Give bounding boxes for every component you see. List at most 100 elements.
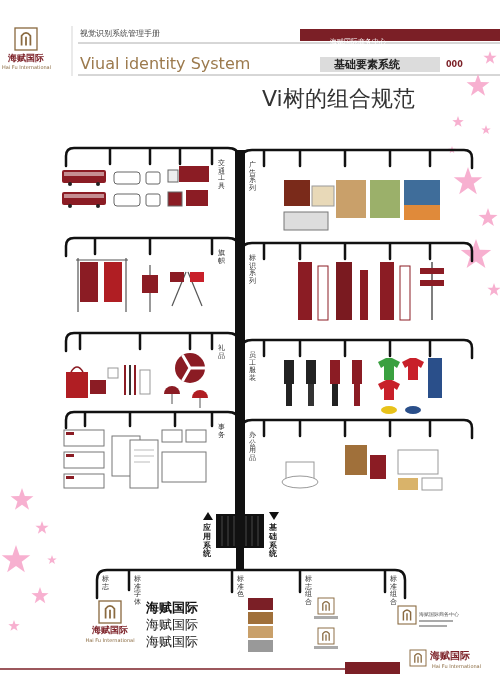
label-holder: 办公用品 xyxy=(249,432,256,463)
uniform-illustrations xyxy=(284,360,294,384)
category-label: 标识系列 xyxy=(249,255,256,286)
pink-stars xyxy=(2,51,500,631)
office-illustrations xyxy=(345,445,367,475)
uniform-illustrations xyxy=(428,358,442,398)
label-holder: Hai Fu International xyxy=(2,64,51,70)
flag-illustrations xyxy=(104,262,122,302)
vehicle-illustrations xyxy=(146,194,160,206)
flag-illustrations xyxy=(190,272,204,282)
tree-branches xyxy=(66,333,238,351)
stationery-illustrations xyxy=(64,430,206,488)
advertising-illustrations xyxy=(284,212,328,230)
tree-trunk xyxy=(216,514,264,548)
header-rules xyxy=(320,57,440,72)
gift-illustrations xyxy=(134,365,136,395)
pink-stars xyxy=(35,521,48,534)
category-label: 标志 xyxy=(102,576,109,591)
logo-combinations xyxy=(314,598,453,649)
flag-illustrations xyxy=(170,272,184,282)
vehicle-illustrations xyxy=(96,204,100,208)
category-label: 标准组合 xyxy=(390,576,397,607)
uniform-illustrations xyxy=(330,360,340,384)
signage-illustrations xyxy=(400,266,410,320)
vehicle-illustrations xyxy=(62,192,106,205)
gift-illustrations xyxy=(108,368,118,378)
office-illustrations xyxy=(282,445,442,490)
advertising-illustrations xyxy=(336,180,366,218)
flag-illustrations xyxy=(142,275,158,293)
label-holder: 标志 xyxy=(102,576,109,591)
stationery-illustrations xyxy=(64,452,104,468)
advertising-illustrations xyxy=(404,205,440,220)
uniform-illustrations xyxy=(381,406,397,414)
label-holder: 标准字体 xyxy=(134,576,141,607)
gift-illustrations xyxy=(192,390,208,398)
pink-stars xyxy=(483,51,496,64)
standard-colour-bars xyxy=(248,598,273,652)
header-band: 海赋国际商务中心 xyxy=(300,29,500,41)
gift-illustrations xyxy=(66,353,208,408)
standard-colour-bars xyxy=(248,626,273,638)
vehicle-illustrations xyxy=(96,182,100,186)
label-holder: 标准色 xyxy=(237,576,244,599)
label-holder: 礼品 xyxy=(218,345,225,360)
label-text: Hai Fu International xyxy=(2,64,51,70)
advertising-illustrations xyxy=(284,180,440,230)
office-illustrations xyxy=(282,476,318,488)
pink-stars xyxy=(454,167,483,194)
office-illustrations xyxy=(398,478,418,490)
trunk-lines xyxy=(258,516,259,546)
logo-mark xyxy=(15,28,426,666)
label-holder: 标识系列 xyxy=(249,255,256,286)
vehicle-illustrations xyxy=(114,194,140,206)
category-label: 标准字体 xyxy=(134,576,141,607)
signage-illustrations xyxy=(298,262,312,320)
label-holder: 000 xyxy=(446,60,463,70)
category-label: 事务 xyxy=(218,424,225,439)
category-label: 旗帜 xyxy=(218,250,225,265)
label-holder: 标准组合 xyxy=(390,576,397,607)
office-illustrations xyxy=(398,450,438,474)
pink-stars xyxy=(47,555,57,564)
label-holder: 海赋国际 xyxy=(146,600,198,616)
uniform-illustrations xyxy=(378,380,400,400)
label-holder: 基础系统 xyxy=(269,524,277,559)
signage-illustrations xyxy=(336,262,352,320)
logo-mark xyxy=(99,601,121,623)
pink-stars xyxy=(8,620,19,631)
label-holder: 交通工具 xyxy=(218,160,225,191)
logo-combinations xyxy=(318,598,334,614)
advertising-illustrations xyxy=(284,180,310,206)
vehicle-illustrations xyxy=(168,170,178,182)
tree-branches xyxy=(66,238,238,256)
label-text: 海赋国际 xyxy=(430,650,470,662)
tree-branches xyxy=(66,412,238,428)
uniform-illustrations xyxy=(405,406,421,414)
label-holder: Viual identity System xyxy=(80,54,250,73)
signage-illustrations xyxy=(420,280,444,286)
gift-illustrations xyxy=(200,398,201,408)
stationery-illustrations xyxy=(64,430,104,446)
vehicle-illustrations xyxy=(68,182,72,186)
band-text: 海赋国际商务中心 xyxy=(330,36,386,48)
vehicle-illustrations xyxy=(186,190,208,206)
category-label: 应用系统 xyxy=(203,524,211,559)
label-holder: 海赋国际 xyxy=(92,625,128,636)
footer-band xyxy=(0,662,400,674)
stationery-illustrations xyxy=(66,454,74,457)
tree-branches xyxy=(242,243,472,261)
pink-stars xyxy=(452,116,463,127)
label-text: Viual identity System xyxy=(80,54,250,73)
signage-illustrations xyxy=(298,262,444,320)
label-text: 海赋国际 xyxy=(146,600,198,616)
trunk-lines xyxy=(222,516,223,546)
label-holder: 员工服装 xyxy=(249,352,256,383)
header-rules xyxy=(72,26,500,76)
category-label: 交通工具 xyxy=(218,160,225,191)
tree-branches xyxy=(66,148,472,598)
header-rules xyxy=(72,26,73,76)
pink-stars xyxy=(487,283,500,296)
